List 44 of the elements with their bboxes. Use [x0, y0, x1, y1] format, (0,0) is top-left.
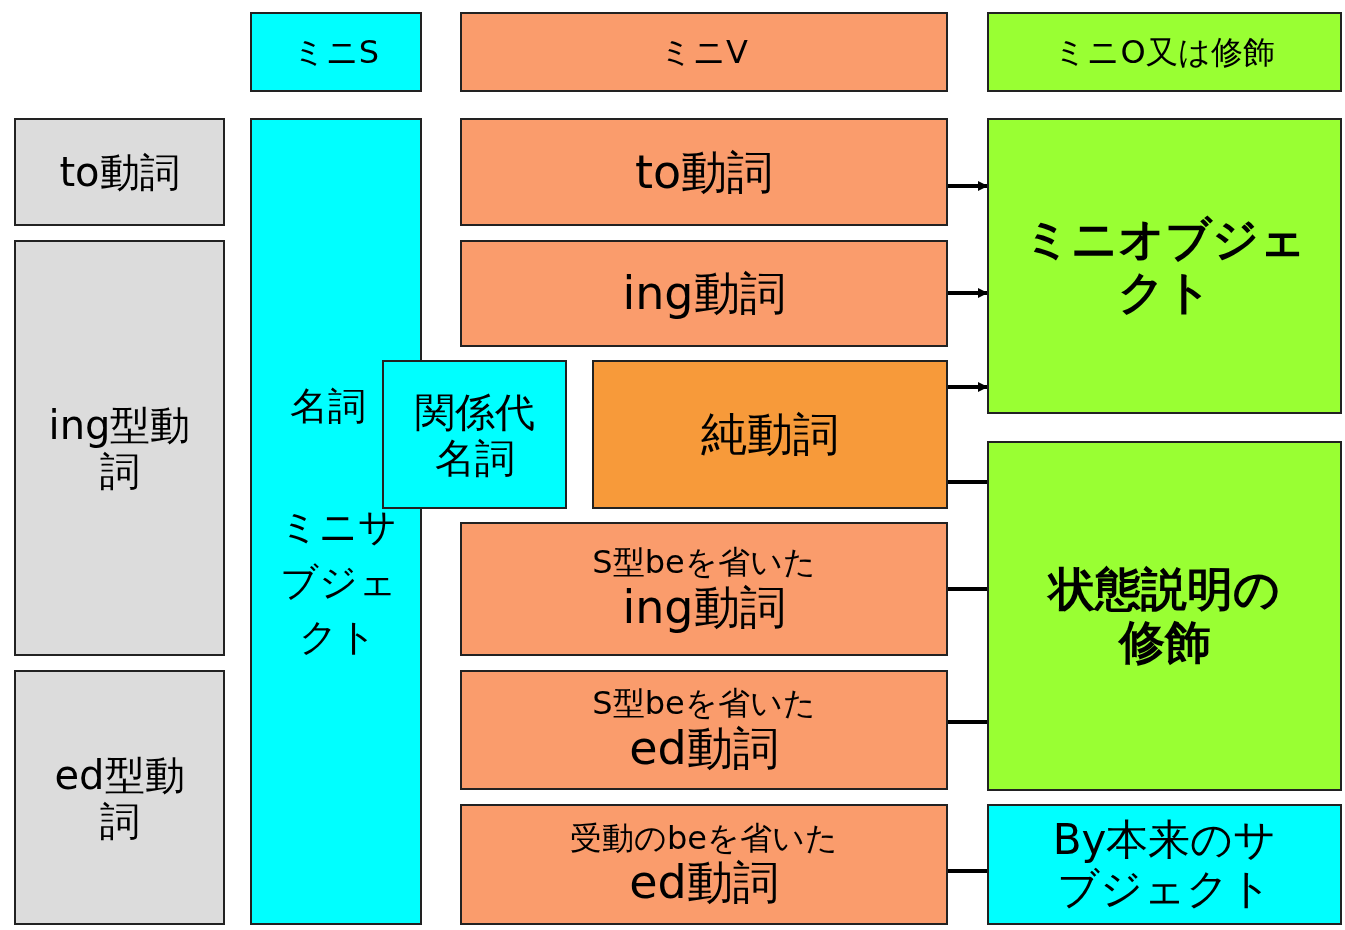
header-box	[250, 12, 422, 92]
result-box	[987, 441, 1342, 791]
node-label: ing型動詞	[47, 402, 192, 494]
node-label: ing動詞	[622, 580, 786, 634]
process-box	[592, 360, 948, 509]
node-label: ミニV	[660, 33, 748, 71]
node-label: to動詞	[634, 145, 774, 199]
connector-line	[948, 480, 987, 484]
arrow	[948, 181, 988, 191]
node-label: 純動詞	[701, 408, 839, 461]
process-box	[460, 670, 948, 790]
node-label: ing動詞	[622, 267, 786, 320]
node-label: to動詞	[59, 149, 180, 195]
node-label: 状態説明の修飾	[1046, 563, 1281, 669]
node-label: ミニサブジェクト	[278, 504, 398, 662]
process-box	[460, 804, 948, 925]
node-label: S型beを省いた	[592, 544, 816, 581]
category-box	[14, 670, 225, 925]
node-label: ミニS	[292, 33, 380, 71]
connector-line	[948, 587, 987, 591]
header-box	[460, 12, 948, 92]
arrow	[948, 382, 988, 392]
result-box	[987, 804, 1342, 925]
header-box	[987, 12, 1342, 92]
category-box	[14, 240, 225, 656]
node-label: S型beを省いた	[592, 685, 816, 722]
arrow	[948, 288, 988, 298]
connector-line	[948, 869, 987, 873]
node-label: ed動詞	[629, 721, 779, 775]
node-label: 受動のbeを省いた	[570, 819, 838, 857]
category-box	[14, 118, 225, 226]
process-box	[460, 240, 948, 347]
node-label: 関係代名詞	[413, 388, 536, 481]
node-label: By本来のサブジェクト	[1051, 816, 1278, 913]
process-box	[460, 522, 948, 656]
node-label: 名詞	[288, 385, 367, 429]
node-label: ミニO又は修飾	[1054, 33, 1275, 71]
node-label: ed型動詞	[53, 751, 186, 844]
connector-line	[948, 720, 987, 724]
node-label: ミニオブジェクト	[1022, 213, 1307, 319]
process-box	[382, 360, 567, 509]
process-box	[460, 118, 948, 226]
result-box	[987, 118, 1342, 414]
node-label: ed動詞	[629, 856, 779, 910]
